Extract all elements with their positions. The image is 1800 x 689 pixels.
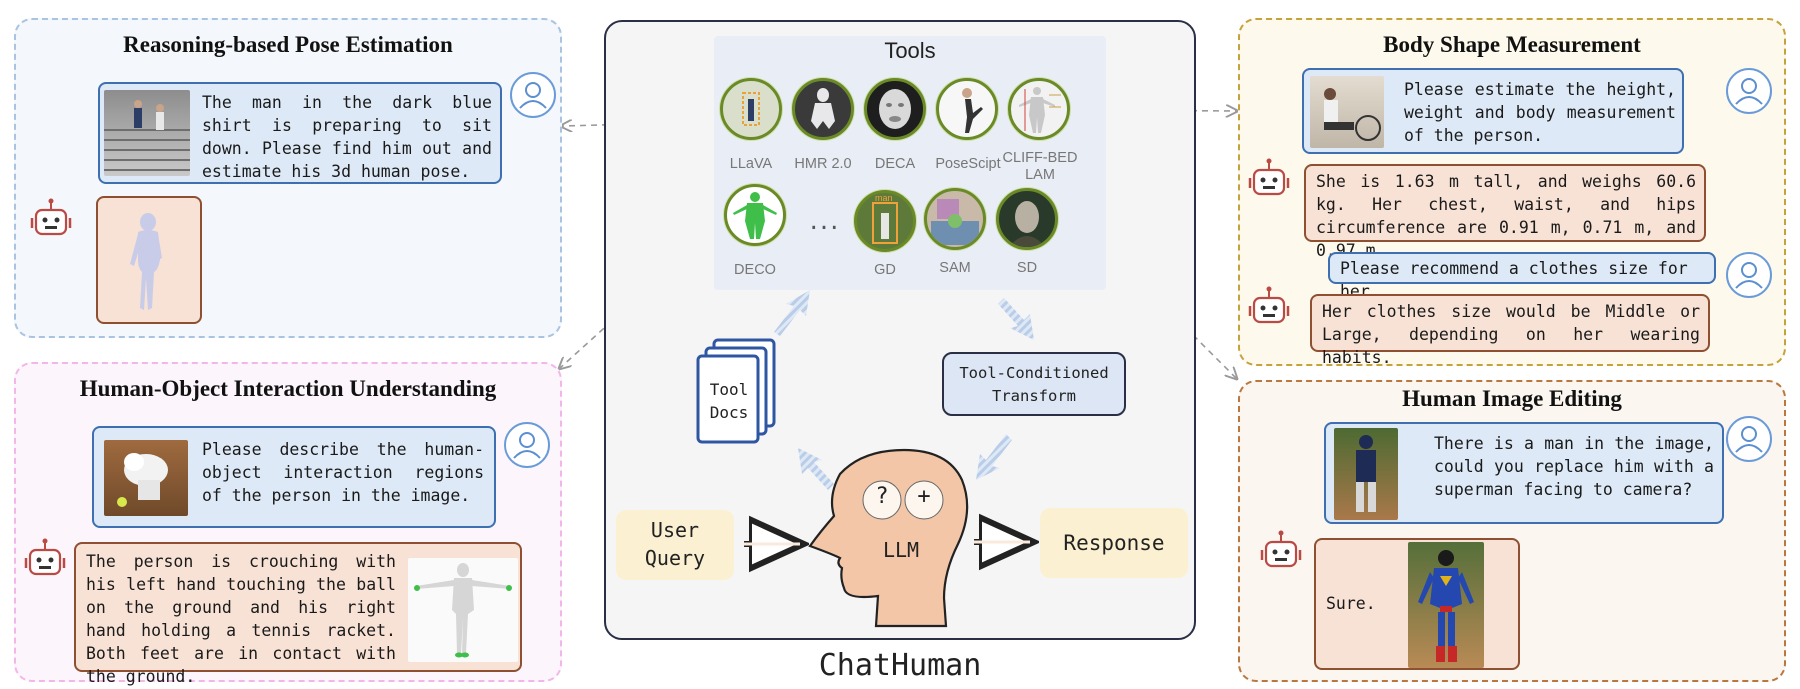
tool-label: LLaVA [729,156,773,172]
panel-title: Reasoning-based Pose Estimation [123,32,453,57]
bot-message: The person is crouching with his left ha… [74,542,522,686]
robot-avatar-icon [1244,156,1294,206]
bot-message: Sure. [1314,538,1520,670]
bot-pose-result [96,196,202,324]
tool-label: PoseScipt [935,156,1001,172]
panel-title: Human-Object Interaction Understanding [79,376,497,401]
question-mark: ? [875,484,889,509]
arrow-tools-to-transform [998,298,1034,340]
tool-label: SAM [939,260,971,276]
panel-body-shape: Body Shape Measurement Please estimate t… [1238,18,1786,367]
robot-avatar-icon [20,536,70,586]
tool-gd-icon: man [854,190,916,252]
tools-title: Tools [884,38,936,63]
woman-photo-thumbnail [1310,76,1384,148]
user-avatar-icon [1726,416,1772,462]
flow-arrows [774,290,1034,490]
user-message-text: Please estimate the height, weight and b… [1404,80,1676,145]
tool-label: SD [1016,260,1038,276]
tool-deca-icon [864,78,926,140]
tool-docs-icon: Tool Docs [692,338,788,448]
user-message-text: The man in the dark blue shirt is prepar… [202,93,492,181]
user-avatar-icon [1726,68,1772,114]
panel-title: Human Image Editing [1402,386,1622,411]
tool-sd-icon [996,188,1058,250]
contact-body-render [408,558,518,662]
superman-photo-thumbnail [1408,542,1484,668]
bot-message-text: Sure. [1326,594,1376,613]
tool-docs-label: Tool Docs [709,380,749,422]
3d-pose-render [130,213,162,310]
panel-title: Body Shape Measurement [1383,32,1641,57]
arrow-llm-to-docs [798,448,834,490]
user-avatar-icon [504,422,550,468]
robot-avatar-icon [26,196,76,246]
panel-hoi: Human-Object Interaction Understanding P… [14,362,562,686]
question-bubble [862,480,902,520]
panel-pose-estimation: Reasoning-based Pose Estimation The man … [14,18,562,338]
user-message-text: Please describe the human-object interac… [202,440,484,505]
arrow-transform-to-llm [976,434,1012,480]
user-message: Please recommend a clothes size for her. [1328,252,1716,301]
chathuman-title: ChatHuman [818,648,982,683]
bot-message: She is 1.63 m tall, and weighs 60.6 kg. … [1304,164,1706,260]
llm-label: LLM [882,538,920,562]
head-silhouette-icon [744,448,1198,628]
user-message-text: There is a man in the image, could you r… [1434,434,1714,499]
tool-conditioned-transform-box: Tool-Conditioned Transform [942,352,1126,416]
panel-image-editing: Human Image Editing There is a man in th… [1238,380,1786,682]
robot-avatar-icon [1256,528,1306,578]
user-message: There is a man in the image, could you r… [1324,422,1724,524]
tool-label: DECA [874,156,916,172]
tool-label: CLIFF-BEDLAM [1002,150,1078,183]
robot-avatar-icon [1244,284,1294,334]
tool-label: HMR 2.0 [794,156,852,172]
user-message: Please estimate the height, weight and b… [1302,68,1684,154]
bot-message-text: The person is crouching with his left ha… [86,552,396,686]
tool-posescript-icon [936,78,998,140]
stairs-photo-thumbnail [104,90,190,176]
tool-sam-icon [924,188,986,250]
user-message: Please describe the human-object interac… [92,426,496,528]
plus-mark: + [917,484,931,509]
baseball-photo-thumbnail [1334,428,1398,520]
user-message: The man in the dark blue shirt is prepar… [98,82,502,184]
plus-bubble [904,480,944,520]
tool-llava-icon [720,78,782,140]
chathuman-pipeline: Tools LLaVA HMR 2.0 DECA PoseScipt CLIFF… [604,20,1196,640]
tool-label: GD [874,262,896,278]
more-tools-ellipsis: ... [809,206,841,236]
tool-cliff-bedlam-icon [1008,78,1070,140]
bot-message: Her clothes size would be Middle or Larg… [1310,294,1710,367]
tool-deco-icon [724,184,786,246]
bot-message-text: Her clothes size would be Middle or Larg… [1322,302,1700,367]
response-box: Response [1040,508,1188,578]
tool-label: DECO [734,262,776,278]
tennis-photo-thumbnail [104,440,188,516]
user-query-box: User Query [616,510,734,580]
arrow-docs-to-tools [774,290,810,336]
user-avatar-icon [1726,252,1772,298]
user-avatar-icon [510,72,556,118]
tool-hmr-icon [792,78,854,140]
gd-detection-label: man [875,193,893,203]
bot-message-text: She is 1.63 m tall, and weighs 60.6 kg. … [1316,172,1696,260]
